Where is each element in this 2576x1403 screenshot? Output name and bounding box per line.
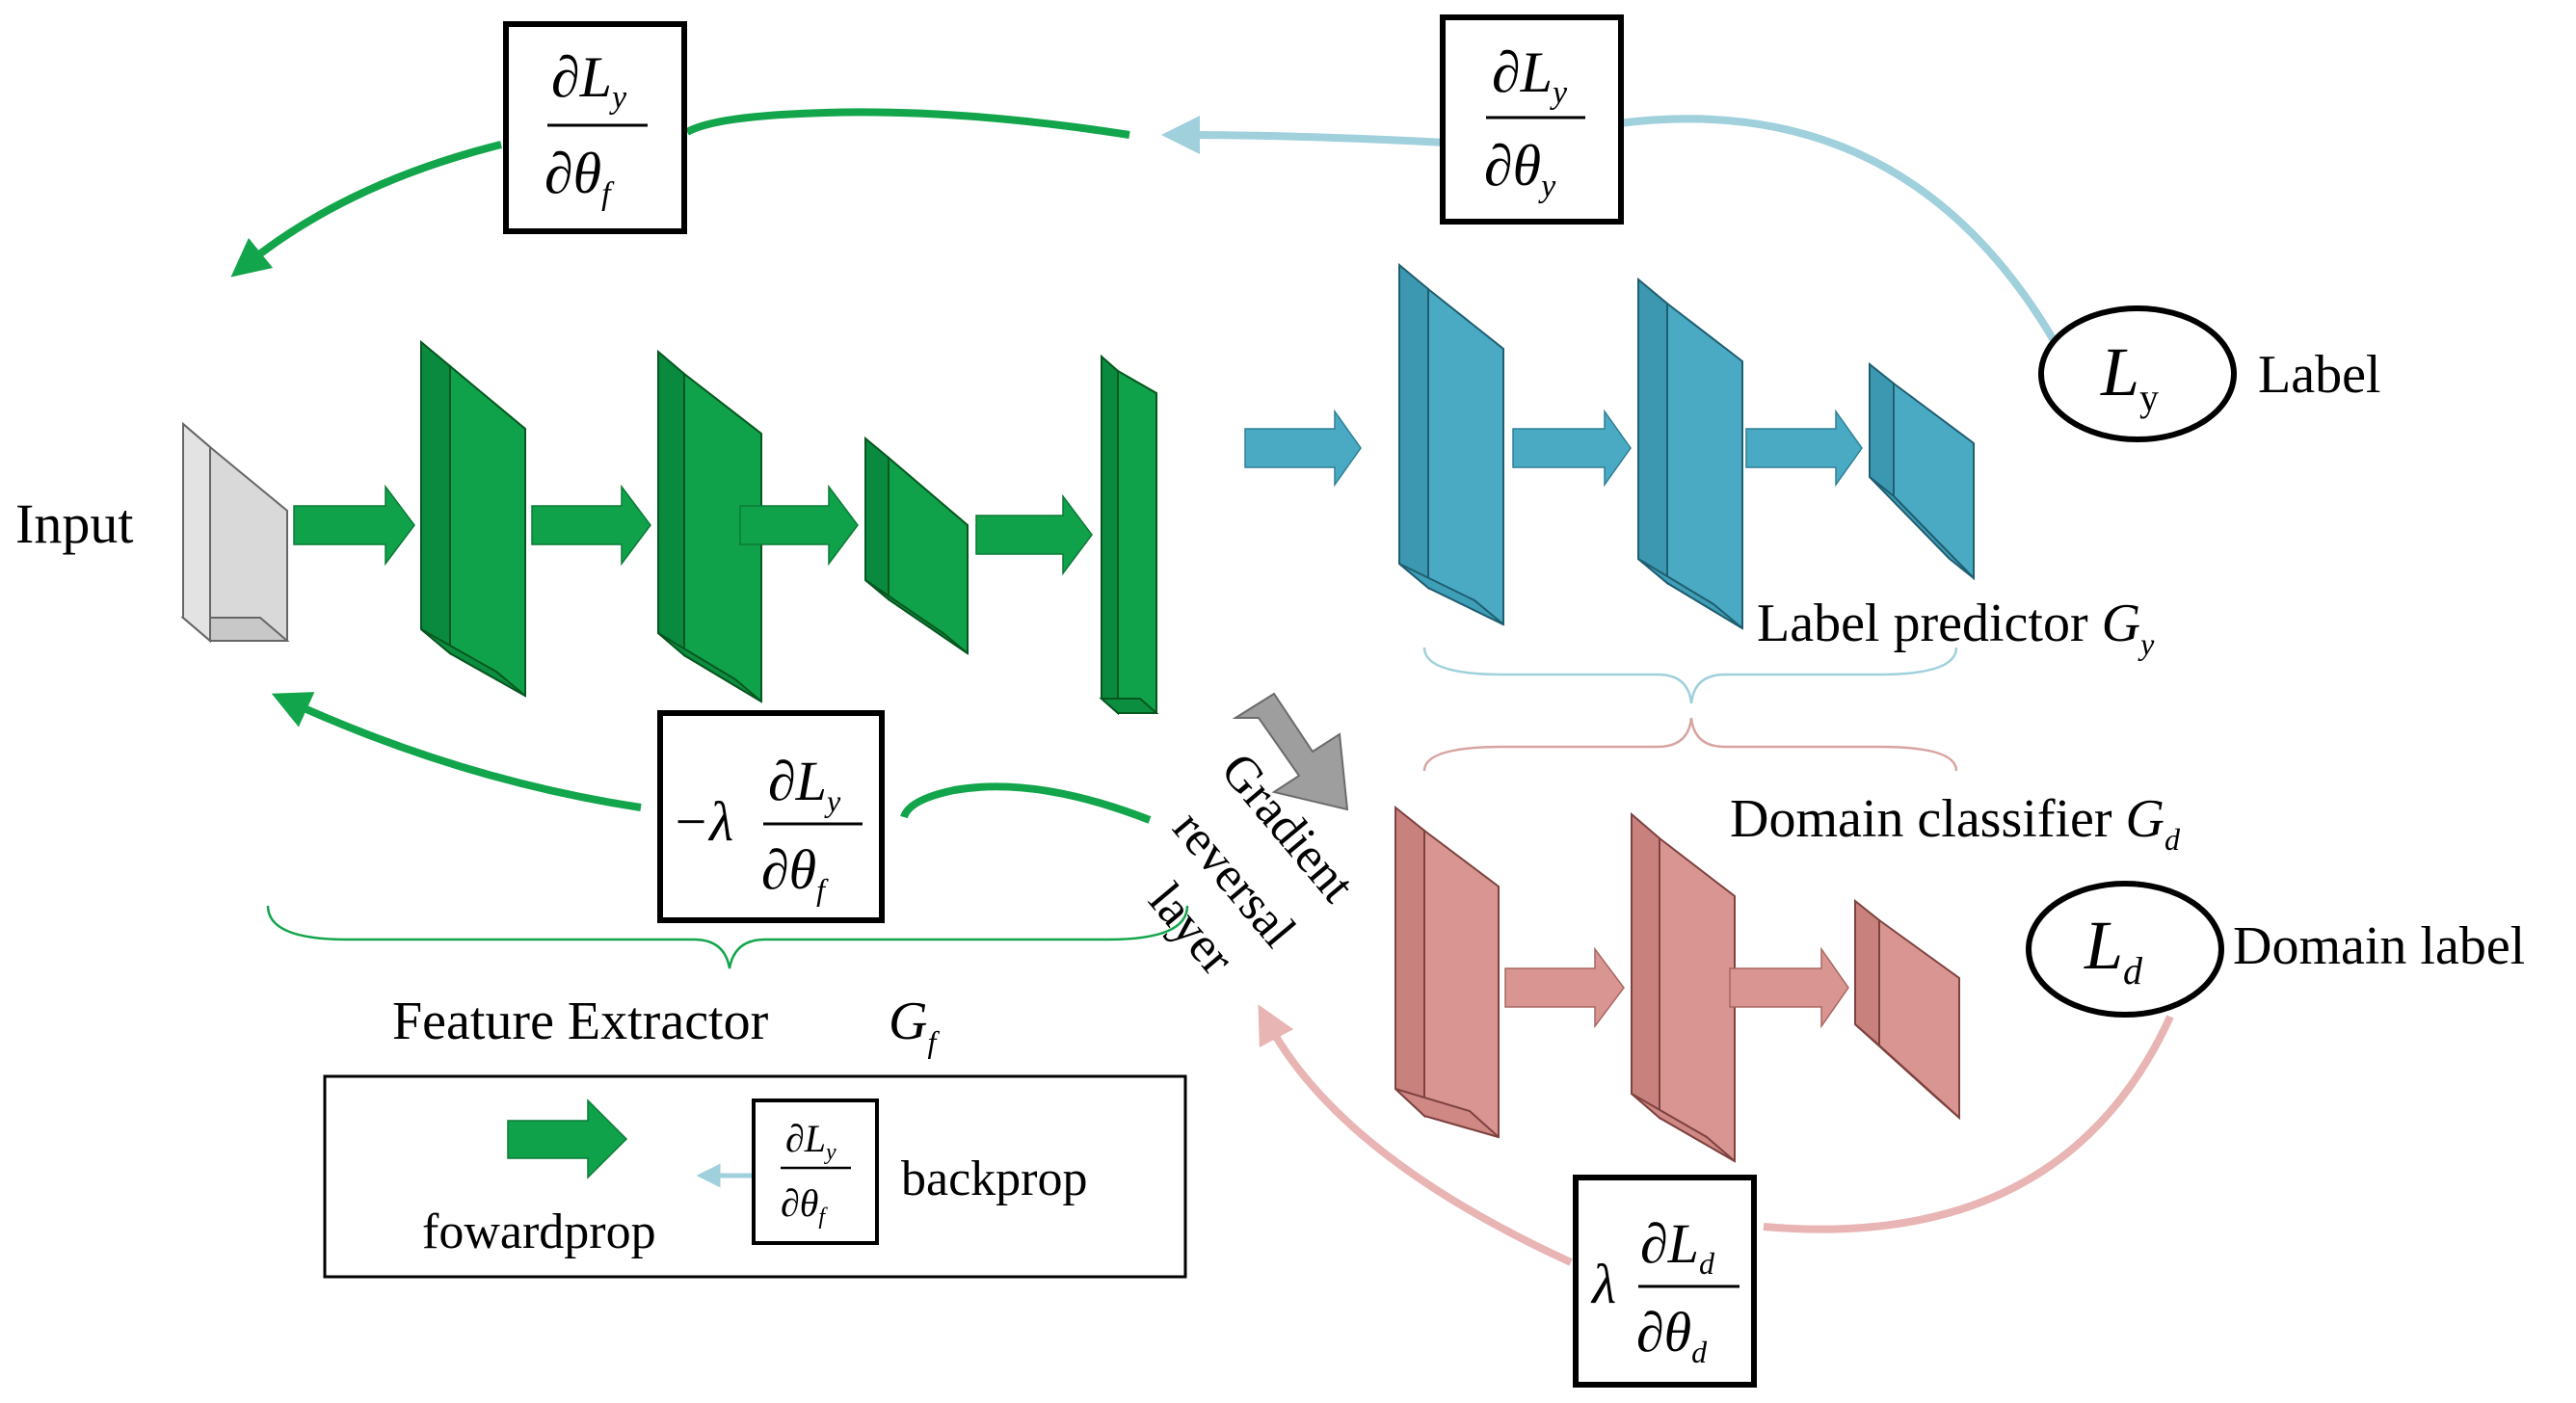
svg-text:∂Ly: ∂Ly	[551, 45, 627, 116]
feature-extractor-symbol: Gf	[889, 992, 940, 1059]
label-predictor-title: Label predictor Gy	[1757, 594, 2155, 661]
forward-arrow-2	[531, 484, 651, 567]
feature-extractor-title: Feature Extractor	[392, 992, 769, 1051]
formula-box-dly-dthetaf: ∂Ly ∂θf	[503, 21, 687, 234]
legend-box: fowardprop ∂Ly ∂θf backprop	[323, 1074, 1187, 1279]
label-layer-3	[1869, 361, 1975, 581]
label-predictor-brace	[1422, 647, 1958, 704]
svg-text:∂θf: ∂θf	[781, 1181, 828, 1230]
legend-backprop-label: backprop	[901, 1152, 1087, 1206]
formula-box-neg-lambda-dly-dthetaf: −λ ∂Ly ∂θf	[657, 710, 885, 923]
svg-text:∂θf: ∂θf	[761, 838, 829, 907]
svg-text:∂Ly: ∂Ly	[785, 1117, 837, 1165]
forward-arrow-4	[975, 493, 1093, 576]
top-green-grad-arrow-tail	[685, 108, 1130, 139]
top-green-grad-arrow	[230, 141, 502, 278]
label-loss-ellipse: Ly	[2038, 305, 2237, 442]
legend-formula-box: ∂Ly ∂θf	[752, 1099, 879, 1245]
label-arrow-2	[1745, 409, 1863, 488]
top-blue-grad-arrow	[1618, 115, 2061, 349]
bottom-pink-grad-arrow-head	[1258, 1004, 1573, 1266]
domain-layer-2	[1631, 811, 1736, 1163]
label-predictor-arrow-in	[1244, 409, 1362, 488]
domain-arrow-1	[1504, 946, 1625, 1029]
legend-fowardprop-label: fowardprop	[422, 1204, 656, 1259]
legend-forward-arrow	[507, 1099, 628, 1179]
bottom-pink-grad-arrow	[1763, 1015, 2174, 1233]
svg-text:∂Ly: ∂Ly	[768, 750, 841, 818]
domain-arrow-2	[1729, 946, 1849, 1029]
svg-text:∂θd: ∂θd	[1636, 1301, 1708, 1369]
svg-text:λ: λ	[1590, 1253, 1616, 1315]
forward-arrow-3	[739, 484, 859, 567]
bottom-green-grad-arrow-tail	[900, 782, 1152, 824]
label-layer-2	[1637, 277, 1743, 630]
bottom-green-grad-arrow	[271, 692, 642, 811]
svg-text:∂Ld: ∂Ld	[1640, 1212, 1715, 1281]
forward-arrow-1	[293, 484, 415, 567]
domain-loss-ellipse: Ld	[2026, 881, 2224, 1018]
gradient-reversal-arrow	[1232, 692, 1349, 811]
svg-text:−λ: −λ	[672, 790, 733, 853]
svg-text:∂θy: ∂θy	[1484, 134, 1556, 204]
input-label: Input	[15, 492, 133, 555]
domain-classifier-brace	[1422, 717, 1958, 772]
formula-box-dly-dthetay: ∂Ly ∂θy	[1440, 14, 1624, 225]
feature-layer-2	[657, 349, 762, 703]
feature-layer-3	[864, 436, 969, 655]
svg-text:Ld: Ld	[2084, 907, 2143, 993]
domain-label-text: Domain label	[2233, 916, 2525, 976]
svg-text:Ly: Ly	[2100, 333, 2159, 419]
label-arrow-1	[1512, 409, 1632, 488]
domain-layer-1	[1394, 805, 1500, 1139]
formula-box-lambda-dld-dthetad: λ ∂Ld ∂θd	[1573, 1175, 1757, 1388]
feature-layer-4	[1099, 354, 1159, 716]
label-layer-1	[1398, 262, 1504, 626]
domain-classifier-title: Domain classifier Gd	[1730, 789, 2181, 857]
svg-text:∂Ly: ∂Ly	[1492, 40, 1568, 111]
feature-extractor-brace	[266, 905, 1189, 969]
input-block	[180, 421, 290, 644]
top-blue-grad-arrow-head	[1161, 116, 1447, 155]
domain-layer-3	[1854, 898, 1960, 1121]
feature-layer-1	[420, 339, 526, 698]
label-text: Label	[2258, 345, 2380, 405]
